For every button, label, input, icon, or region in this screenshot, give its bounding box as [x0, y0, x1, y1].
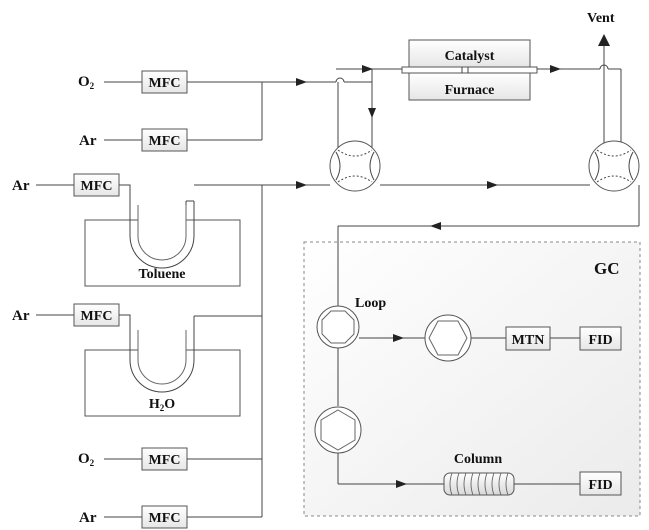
gc-title: GC — [594, 259, 620, 278]
o2-label-bottom: O2 — [78, 451, 95, 468]
furnace-label: Furnace — [445, 83, 495, 98]
fid-label-bottom: FID — [588, 478, 612, 493]
switch-valve-1 — [329, 140, 381, 192]
loop-label: Loop — [355, 296, 386, 311]
ar-label-bottom: Ar — [79, 510, 97, 526]
column — [443, 472, 515, 496]
fid-label-top: FID — [588, 333, 612, 348]
catalyst-label: Catalyst — [445, 49, 495, 64]
ar-feed-water: Ar MFC — [12, 303, 120, 327]
mtn-label: MTN — [512, 333, 545, 348]
vent-label: Vent — [587, 11, 615, 26]
hex-valve-bottom — [320, 409, 356, 451]
ar-label-water: Ar — [12, 308, 30, 324]
reactor: Catalyst Furnace — [401, 39, 622, 148]
mfc-label-6: MFC — [149, 511, 181, 526]
mfc-label-4: MFC — [81, 309, 113, 324]
ar-feed-bottom: Ar MFC — [79, 505, 262, 529]
furnace-box — [408, 72, 531, 101]
water-saturator: H2O — [84, 314, 262, 417]
ar-feed-toluene: Ar MFC — [12, 173, 120, 197]
o2-feed-top: O2 MFC — [78, 70, 262, 94]
reactor-tube — [401, 66, 538, 74]
ar-feed-top: Ar MFC — [79, 82, 263, 152]
toluene-saturator: Toluene — [84, 184, 330, 287]
mfc-label-3: MFC — [81, 179, 113, 194]
hex-valve-top — [428, 320, 468, 356]
o2-label-top: O2 — [78, 74, 95, 91]
gc-internals: Loop MTN FID Column FID — [314, 296, 622, 496]
switch-valve-2 — [588, 140, 640, 192]
vent-arrow — [598, 34, 610, 46]
flow-arrow-down — [368, 108, 376, 118]
column-label: Column — [454, 452, 502, 467]
fid-box-top — [579, 326, 622, 351]
flow-arrow-6 — [430, 222, 441, 230]
ar-label-toluene: Ar — [12, 178, 30, 194]
mfc-label-5: MFC — [149, 453, 181, 468]
flow-arrow-1 — [296, 78, 307, 86]
flow-arrow-7 — [393, 334, 404, 342]
vent: Vent — [587, 11, 615, 148]
fid-box-bottom — [579, 471, 622, 496]
flow-arrow-8 — [396, 480, 407, 488]
gc-region — [303, 241, 641, 517]
flow-arrow-3 — [550, 65, 561, 73]
mfc-label-2: MFC — [149, 134, 181, 149]
top-gas-line — [262, 65, 408, 148]
toluene-label: Toluene — [139, 267, 186, 282]
flow-arrow-5 — [487, 181, 498, 189]
o2-feed-bottom: O2 MFC — [78, 447, 262, 471]
water-label: H2O — [149, 397, 175, 413]
gc-return-line — [337, 185, 640, 312]
mfc-label-1: MFC — [149, 76, 181, 91]
flow-arrow-4 — [296, 181, 307, 189]
flow-arrow-2 — [362, 65, 373, 73]
ar-label-top: Ar — [79, 133, 97, 149]
